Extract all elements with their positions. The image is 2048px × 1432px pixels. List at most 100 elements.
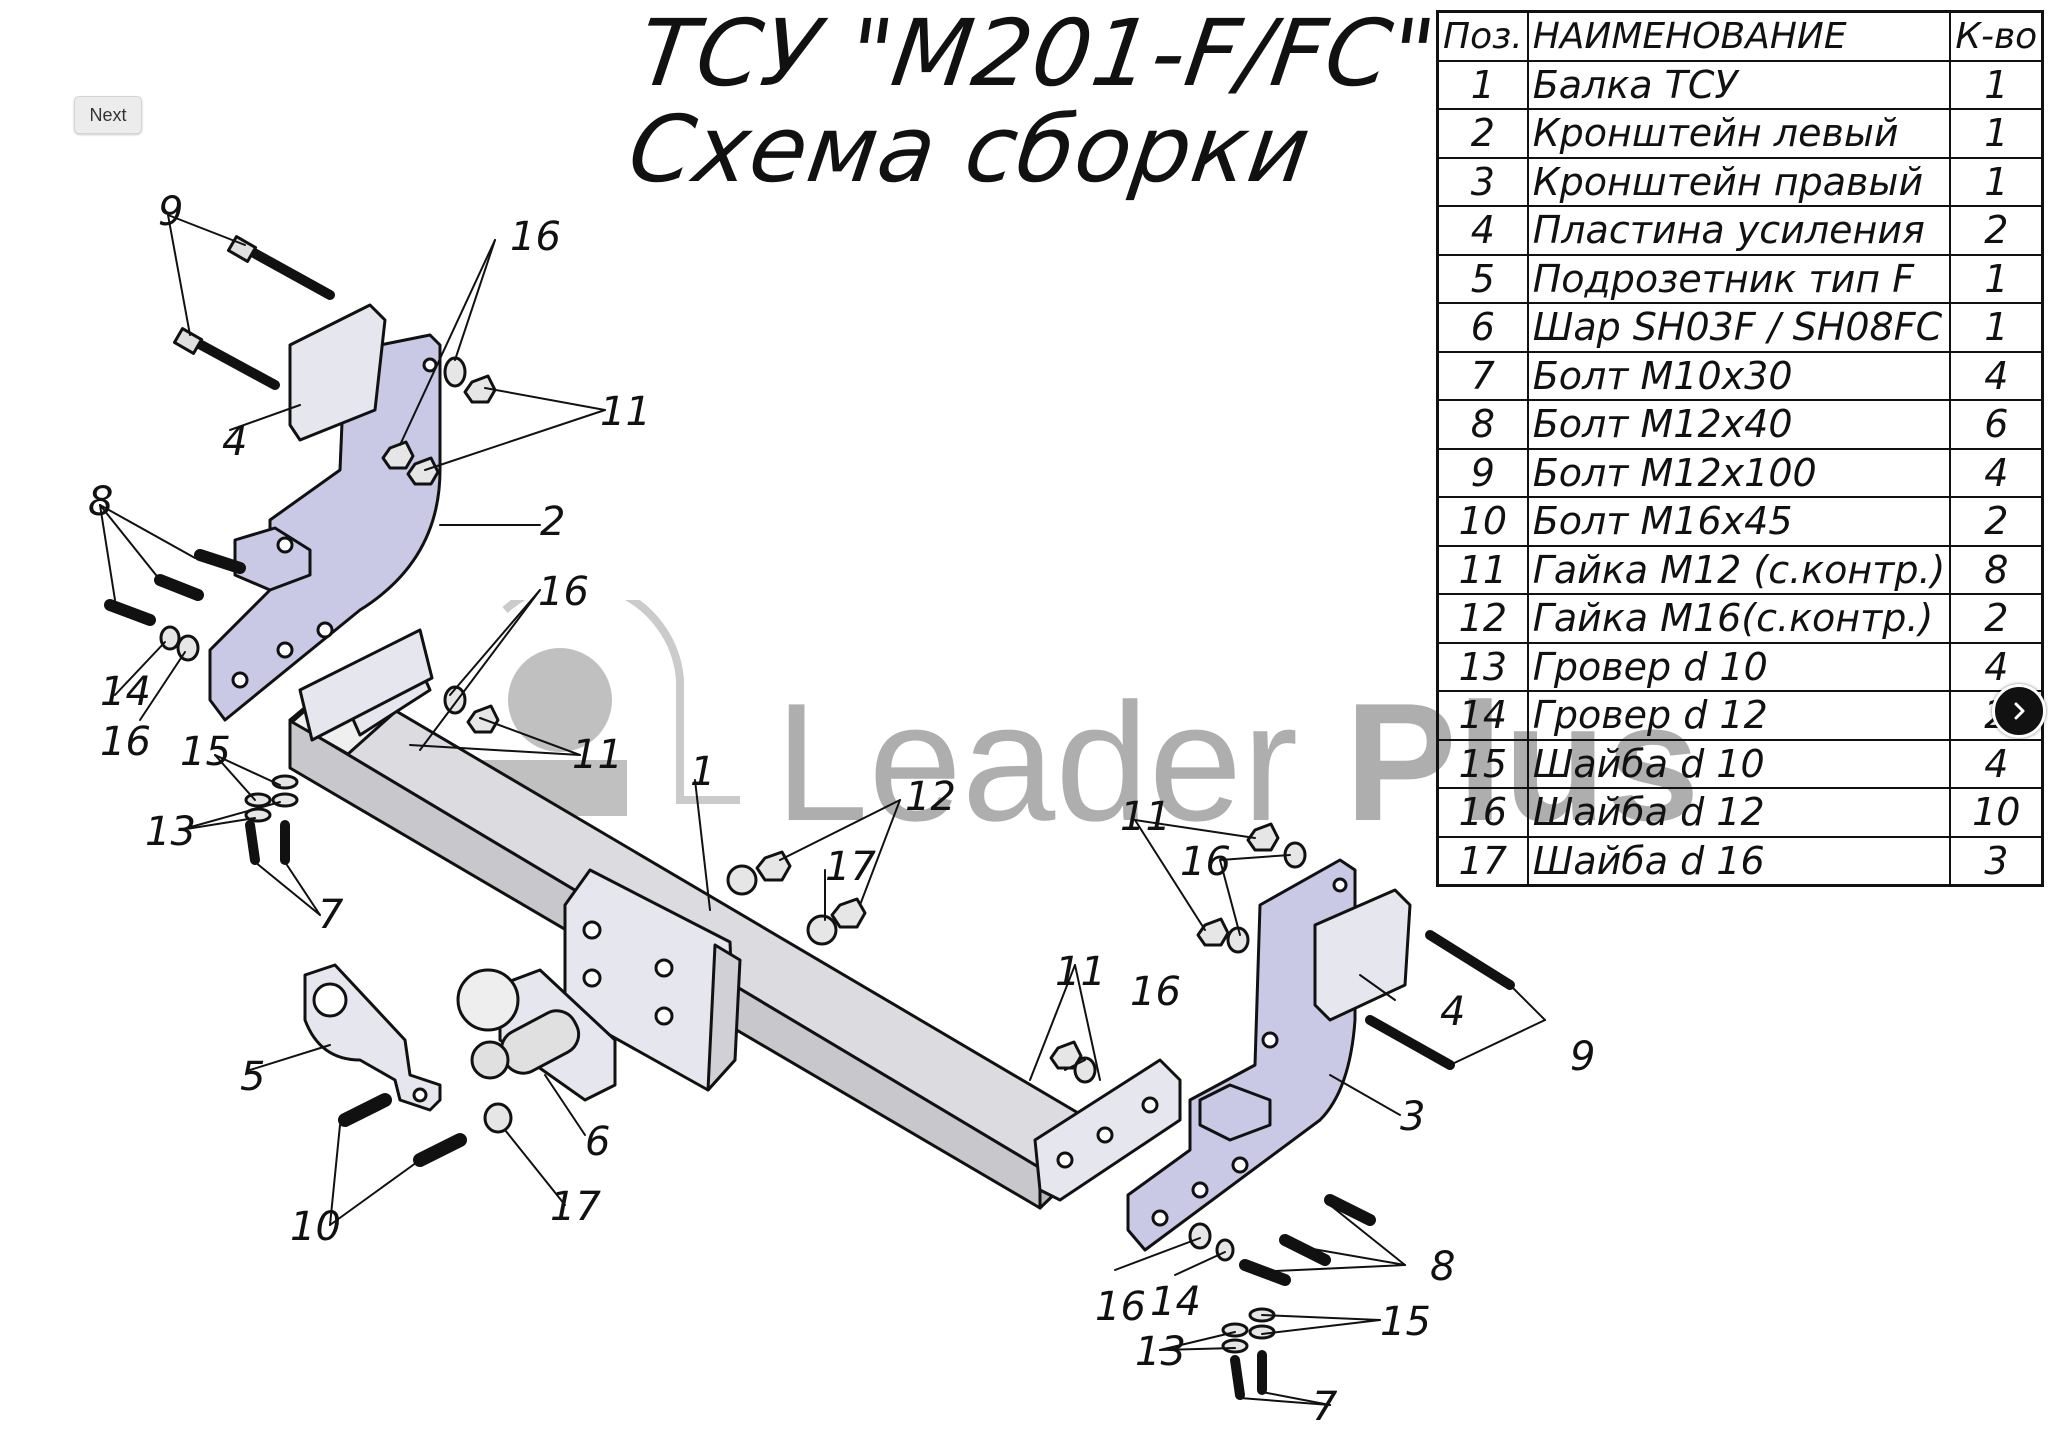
callout-9-left: 9	[158, 189, 183, 235]
cell-pos: 8	[1436, 399, 1529, 450]
cell-qty: 1	[1949, 156, 2044, 207]
cell-name: Балка ТСУ	[1526, 59, 1952, 110]
cell-pos: 7	[1436, 350, 1529, 401]
cell-name: Шайба d 16	[1526, 835, 1952, 887]
header-qty: К-во	[1949, 10, 2044, 62]
cell-qty: 1	[1949, 108, 2044, 159]
callout-16-beam: 16	[538, 569, 589, 615]
callout-13-left: 13	[145, 809, 196, 855]
cell-qty: 2	[1949, 593, 2044, 644]
right-bracket	[1126, 858, 1357, 1252]
bolts	[104, 235, 1515, 1400]
cell-pos: 12	[1436, 593, 1529, 644]
callout-15-right: 15	[1380, 1299, 1431, 1345]
callout-7-right: 7	[1312, 1384, 1338, 1430]
cell-pos: 11	[1436, 544, 1529, 595]
callout-16-left: 16	[100, 719, 151, 765]
cell-pos: 9	[1436, 447, 1529, 498]
callout-11-top-left: 11	[600, 389, 651, 435]
cell-name: Подрозетник тип F	[1526, 253, 1952, 304]
callout-8-left: 8	[88, 479, 113, 525]
nuts-washers	[159, 356, 1307, 1354]
next-image-button[interactable]	[1992, 684, 2046, 738]
callout-9-right: 9	[1570, 1034, 1595, 1080]
cell-pos: 17	[1436, 835, 1529, 887]
callout-17-bottom: 17	[550, 1184, 601, 1230]
cell-name: Кронштейн левый	[1526, 108, 1952, 159]
cell-qty: 1	[1949, 253, 2044, 304]
cell-qty: 4	[1949, 641, 2044, 692]
callout-8-right: 8	[1430, 1244, 1455, 1290]
callout-4-right: 4	[1440, 989, 1465, 1035]
cell-qty: 3	[1949, 835, 2044, 887]
beam-left-plate	[298, 628, 434, 742]
cell-name: Шар SH03F / SH08FC	[1526, 302, 1952, 353]
callout-16-top: 16	[510, 214, 561, 260]
cell-qty: 4	[1949, 350, 2044, 401]
callout-2: 2	[540, 499, 565, 545]
cell-pos: 14	[1436, 690, 1529, 741]
cell-qty: 2	[1949, 496, 2044, 547]
tow-ball	[456, 968, 617, 1102]
callout-13-right: 13	[1135, 1329, 1186, 1375]
callout-6: 6	[585, 1119, 610, 1165]
cell-name: Шайба d 12	[1526, 787, 1952, 838]
cell-qty: 4	[1949, 738, 2044, 789]
ball-mount-plate	[563, 868, 742, 1092]
cell-name: Болт М16х45	[1526, 496, 1952, 547]
callout-11-mid: 11	[1055, 949, 1106, 995]
callout-3: 3	[1400, 1094, 1425, 1140]
callout-15-left: 15	[180, 729, 231, 775]
cell-name: Гровер d 12	[1526, 690, 1952, 741]
next-button[interactable]: Next	[74, 96, 142, 134]
cell-qty: 8	[1949, 544, 2044, 595]
cell-pos: 2	[1436, 108, 1529, 159]
cell-name: Гайка М16(с.контр.)	[1526, 593, 1952, 644]
callout-10: 10	[290, 1204, 341, 1250]
cell-pos: 3	[1436, 156, 1529, 207]
cell-qty: 6	[1949, 399, 2044, 450]
cell-name: Болт М10х30	[1526, 350, 1952, 401]
cell-qty: 1	[1949, 302, 2044, 353]
callout-1: 1	[690, 749, 715, 795]
header-name: НАИМЕНОВАНИЕ	[1526, 10, 1952, 62]
cell-name: Пластина усиления	[1526, 205, 1952, 256]
chevron-right-icon	[2014, 702, 2025, 720]
callout-17-top: 17	[825, 844, 876, 890]
left-reinforcement-plate	[288, 303, 387, 442]
table-header-row: Поз. НАИМЕНОВАНИЕ К-во	[1436, 10, 2044, 62]
cell-pos: 10	[1436, 496, 1529, 547]
cell-pos: 13	[1436, 641, 1529, 692]
cell-qty: 1	[1949, 59, 2044, 110]
cell-qty: 10	[1949, 787, 2044, 838]
cell-name: Болт М12х100	[1526, 447, 1952, 498]
cell-name: Гровер d 10	[1526, 641, 1952, 692]
callout-5: 5	[240, 1054, 265, 1100]
cell-name: Кронштейн правый	[1526, 156, 1952, 207]
beam-right-plate	[1033, 1058, 1182, 1202]
cell-pos: 5	[1436, 253, 1529, 304]
callout-12: 12	[905, 774, 956, 820]
cell-pos: 6	[1436, 302, 1529, 353]
callout-labels: 1 2 3 4 4 5 6 7 7 8 8 9 9 10 11 11 11 11…	[88, 189, 1595, 1430]
cell-qty: 2	[1949, 205, 2044, 256]
cell-pos: 15	[1436, 738, 1529, 789]
callout-14-left: 14	[100, 669, 151, 715]
